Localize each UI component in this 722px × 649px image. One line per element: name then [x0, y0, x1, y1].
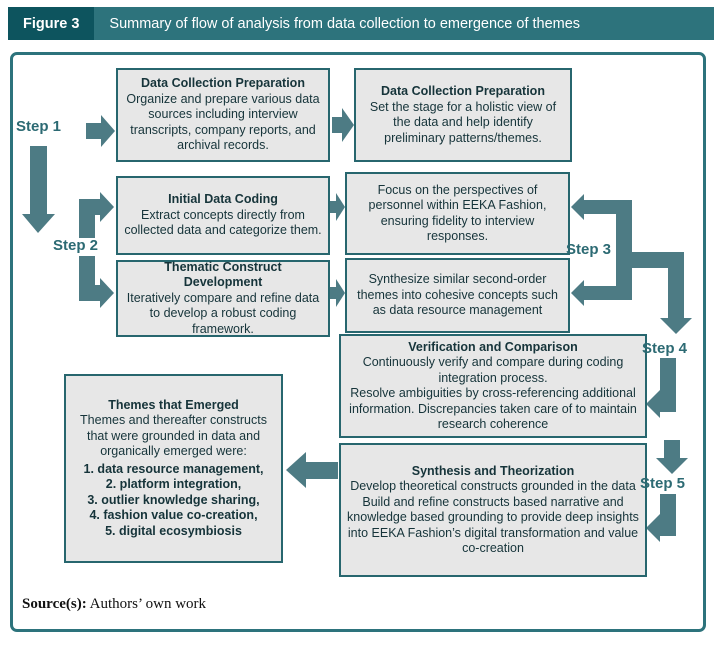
theme-item: 4. fashion value co-creation, [89, 508, 258, 523]
theme-item: 2. platform integration, [105, 477, 242, 492]
box-themes-that-emerged: Themes that Emerged Themes and thereafte… [64, 374, 283, 563]
box-title: Data Collection Preparation [381, 84, 545, 98]
theme-item: 1. data resource management, [83, 461, 264, 476]
source-line: Source(s): Authors’ own work [22, 596, 206, 613]
box-title: Synthesis and Theorization [411, 463, 575, 478]
box-title: Thematic Construct Development [164, 259, 282, 290]
box-thematic-construct-development: Thematic Construct Development Iterative… [116, 260, 330, 337]
box-title: Data Collection Preparation [141, 76, 305, 91]
box-perspectives-personnel: Focus on the perspectives of personnel w… [345, 172, 570, 255]
box-body: Develop theoretical constructs grounded … [350, 479, 636, 493]
step-4-label: Step 4 [642, 340, 688, 357]
box-synthesize-themes: Synthesize similar second-order themes i… [345, 258, 570, 333]
box-body: Themes and thereafter constructs that we… [80, 413, 267, 459]
box-initial-data-coding: Initial Data Coding Extract concepts dir… [116, 176, 330, 255]
box-body: Continuously verify and compare during c… [362, 355, 624, 385]
box-body: Resolve ambiguities by cross-referencing… [349, 386, 637, 431]
source-text: Authors’ own work [89, 596, 207, 612]
figure-title: Summary of flow of analysis from data co… [109, 15, 581, 32]
box-body: Focus on the perspectives of personnel w… [368, 182, 547, 244]
source-label: Source(s): [22, 596, 87, 612]
box-title: Verification and Comparison [408, 339, 578, 354]
box-data-collection-preparation-1: Data Collection Preparation Organize and… [116, 68, 330, 162]
box-body: Extract concepts directly from collected… [124, 207, 322, 238]
box-body: Iteratively compare and refine data to d… [126, 290, 320, 336]
box-body: Set the stage for a holistic view of the… [369, 99, 557, 145]
theme-item: 3. outlier knowledge sharing, [87, 492, 260, 507]
step-3-label: Step 3 [566, 241, 612, 258]
step-5-label: Step 5 [640, 475, 686, 492]
step-2-label: Step 2 [53, 237, 99, 254]
box-verification-and-comparison: Verification and Comparison Continuously… [339, 334, 647, 438]
figure-number-label: Figure 3 [8, 7, 95, 40]
box-body: Build and refine constructs based narrat… [347, 494, 639, 556]
themes-list: 1. data resource management, 2. platform… [72, 462, 275, 540]
theme-item: 5. digital ecosymbiosis [105, 523, 242, 538]
figure-header: Figure 3 Summary of flow of analysis fro… [8, 7, 714, 40]
box-body: Synthesize similar second-order themes i… [357, 272, 558, 318]
box-synthesis-and-theorization: Synthesis and Theorization Develop theor… [339, 443, 647, 577]
box-body: Organize and prepare various data source… [126, 91, 320, 153]
box-title: Themes that Emerged [108, 397, 239, 412]
step-1-label: Step 1 [16, 118, 62, 135]
box-title: Initial Data Coding [168, 192, 278, 207]
box-data-collection-preparation-2: Data Collection Preparation Set the stag… [354, 68, 572, 162]
